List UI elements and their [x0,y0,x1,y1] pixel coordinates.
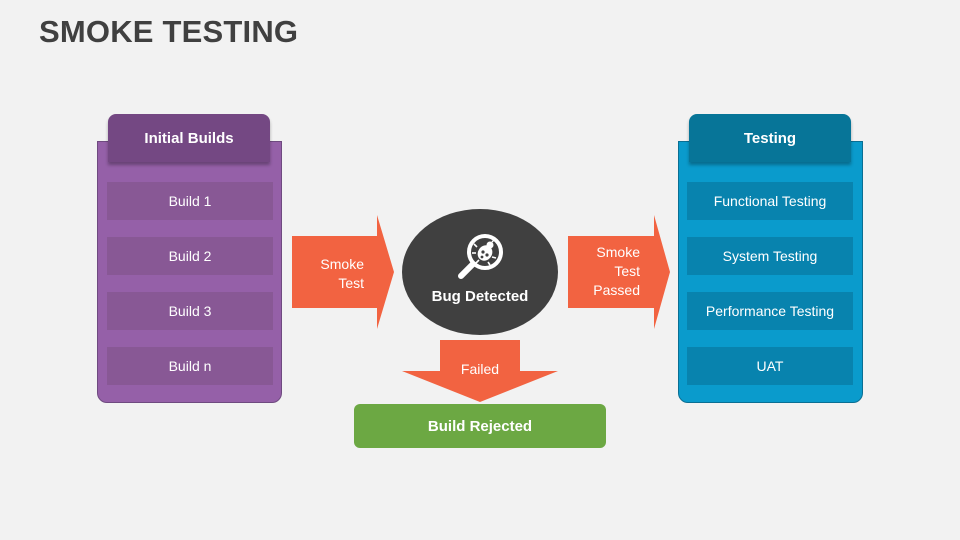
smoke-test-label-line1: Smoke [320,256,364,272]
testing-item: UAT [687,347,853,385]
initial-builds-header: Initial Builds [108,114,270,162]
bug-detected-label: Bug Detected [431,288,529,305]
smoke-test-arrow [292,215,394,329]
failed-label: Failed [460,361,500,377]
smoke-test-passed-label: Smoke Test Passed [576,243,640,300]
build-item: Build n [107,347,273,385]
build-item: Build 1 [107,182,273,220]
smoke-test-passed-line2: Test [614,263,640,279]
build-item: Build 2 [107,237,273,275]
slide-title: SMOKE TESTING [39,14,299,49]
build-item: Build 3 [107,292,273,330]
bug-magnifier-icon [458,234,503,279]
smoke-test-passed-line3: Passed [593,282,640,298]
smoke-test-passed-arrow [568,215,670,329]
bug-detected-circle [402,209,558,335]
smoke-test-label-line2: Test [338,275,364,291]
smoke-test-passed-line1: Smoke [596,244,640,260]
testing-header: Testing [689,114,851,162]
build-rejected-box: Build Rejected [354,404,606,448]
failed-arrow [402,340,558,402]
testing-item: Functional Testing [687,182,853,220]
testing-item: System Testing [687,237,853,275]
smoke-test-label: Smoke Test [300,255,364,293]
testing-item: Performance Testing [687,292,853,330]
